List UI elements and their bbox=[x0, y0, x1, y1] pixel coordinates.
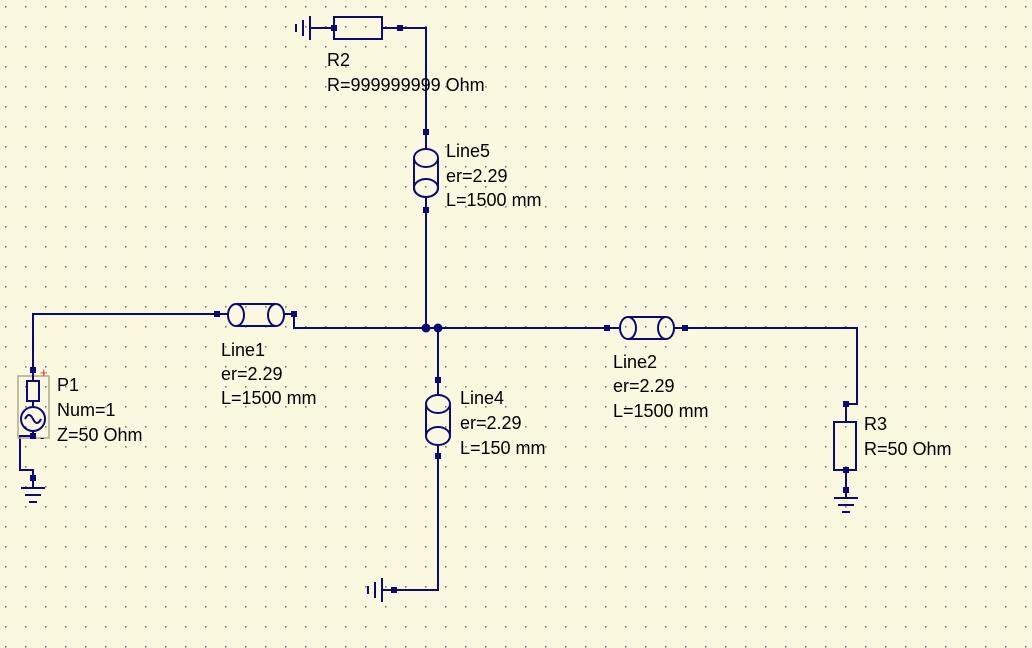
line4-name: Line4 bbox=[460, 388, 504, 408]
line1-name: Line1 bbox=[221, 340, 265, 360]
wire-p1-line1[interactable] bbox=[32, 313, 217, 370]
line2-param-l: L=1500 mm bbox=[613, 401, 709, 421]
component-line2[interactable]: Line2 er=2.29 L=1500 mm bbox=[604, 316, 709, 421]
line2-param-er: er=2.29 bbox=[613, 376, 675, 396]
ground-icon bbox=[367, 578, 397, 602]
ground-icon bbox=[834, 487, 858, 513]
r2-name: R2 bbox=[327, 50, 350, 70]
ground-icon bbox=[295, 16, 334, 40]
r3-param-r: R=50 Ohm bbox=[864, 439, 952, 459]
pin-port bbox=[843, 467, 849, 473]
p1-plus-sign: + bbox=[40, 365, 48, 380]
wires bbox=[19, 27, 858, 591]
sine-icon bbox=[24, 414, 42, 424]
p1-minus-sign: - bbox=[40, 430, 44, 445]
pin-port bbox=[843, 401, 849, 407]
junction-dot bbox=[433, 323, 443, 333]
component-r2[interactable]: R2 R=999999999 Ohm bbox=[295, 16, 485, 95]
pin-port bbox=[30, 367, 36, 373]
line4-param-er: er=2.29 bbox=[460, 413, 522, 433]
r3-name: R3 bbox=[864, 414, 887, 434]
pin-port bbox=[331, 25, 337, 31]
line2-name: Line2 bbox=[613, 352, 657, 372]
p1-param-num: Num=1 bbox=[57, 400, 116, 420]
line1-param-l: L=1500 mm bbox=[221, 388, 317, 408]
wire-line4-ground[interactable] bbox=[394, 456, 439, 591]
r2-param-r: R=999999999 Ohm bbox=[327, 75, 485, 95]
p1-param-z: Z=50 Ohm bbox=[57, 425, 143, 445]
pin-port bbox=[604, 325, 610, 331]
wire-r2-line5[interactable] bbox=[400, 27, 427, 132]
wire-line2-r3[interactable] bbox=[685, 327, 858, 405]
pin-port bbox=[435, 453, 441, 459]
pin-port bbox=[682, 325, 688, 331]
pin-port bbox=[214, 311, 220, 317]
line1-param-er: er=2.29 bbox=[221, 364, 283, 384]
component-line5[interactable]: Line5 er=2.29 L=1500 mm bbox=[413, 129, 542, 213]
line4-param-l: L=150 mm bbox=[460, 438, 546, 458]
pin-port bbox=[291, 311, 297, 317]
junction-dot bbox=[421, 323, 431, 333]
line5-param-er: er=2.29 bbox=[446, 166, 508, 186]
pin-port bbox=[435, 377, 441, 383]
wire-line1-junction[interactable] bbox=[293, 314, 438, 329]
component-r3[interactable]: R3 R=50 Ohm bbox=[833, 401, 952, 473]
line5-param-l: L=1500 mm bbox=[446, 190, 542, 210]
pin-port bbox=[30, 433, 36, 439]
component-p1[interactable]: + - P1 Num=1 Z=50 Ohm bbox=[17, 365, 143, 445]
pin-port bbox=[423, 207, 429, 213]
pin-port bbox=[397, 25, 403, 31]
ground-icon bbox=[21, 475, 45, 503]
p1-name: P1 bbox=[57, 375, 79, 395]
component-line4[interactable]: Line4 er=2.29 L=150 mm bbox=[425, 377, 546, 459]
pin-port bbox=[423, 129, 429, 135]
line5-name: Line5 bbox=[446, 141, 490, 161]
component-line1[interactable]: Line1 er=2.29 L=1500 mm bbox=[214, 303, 317, 408]
wire-p1-ground[interactable] bbox=[19, 435, 34, 478]
